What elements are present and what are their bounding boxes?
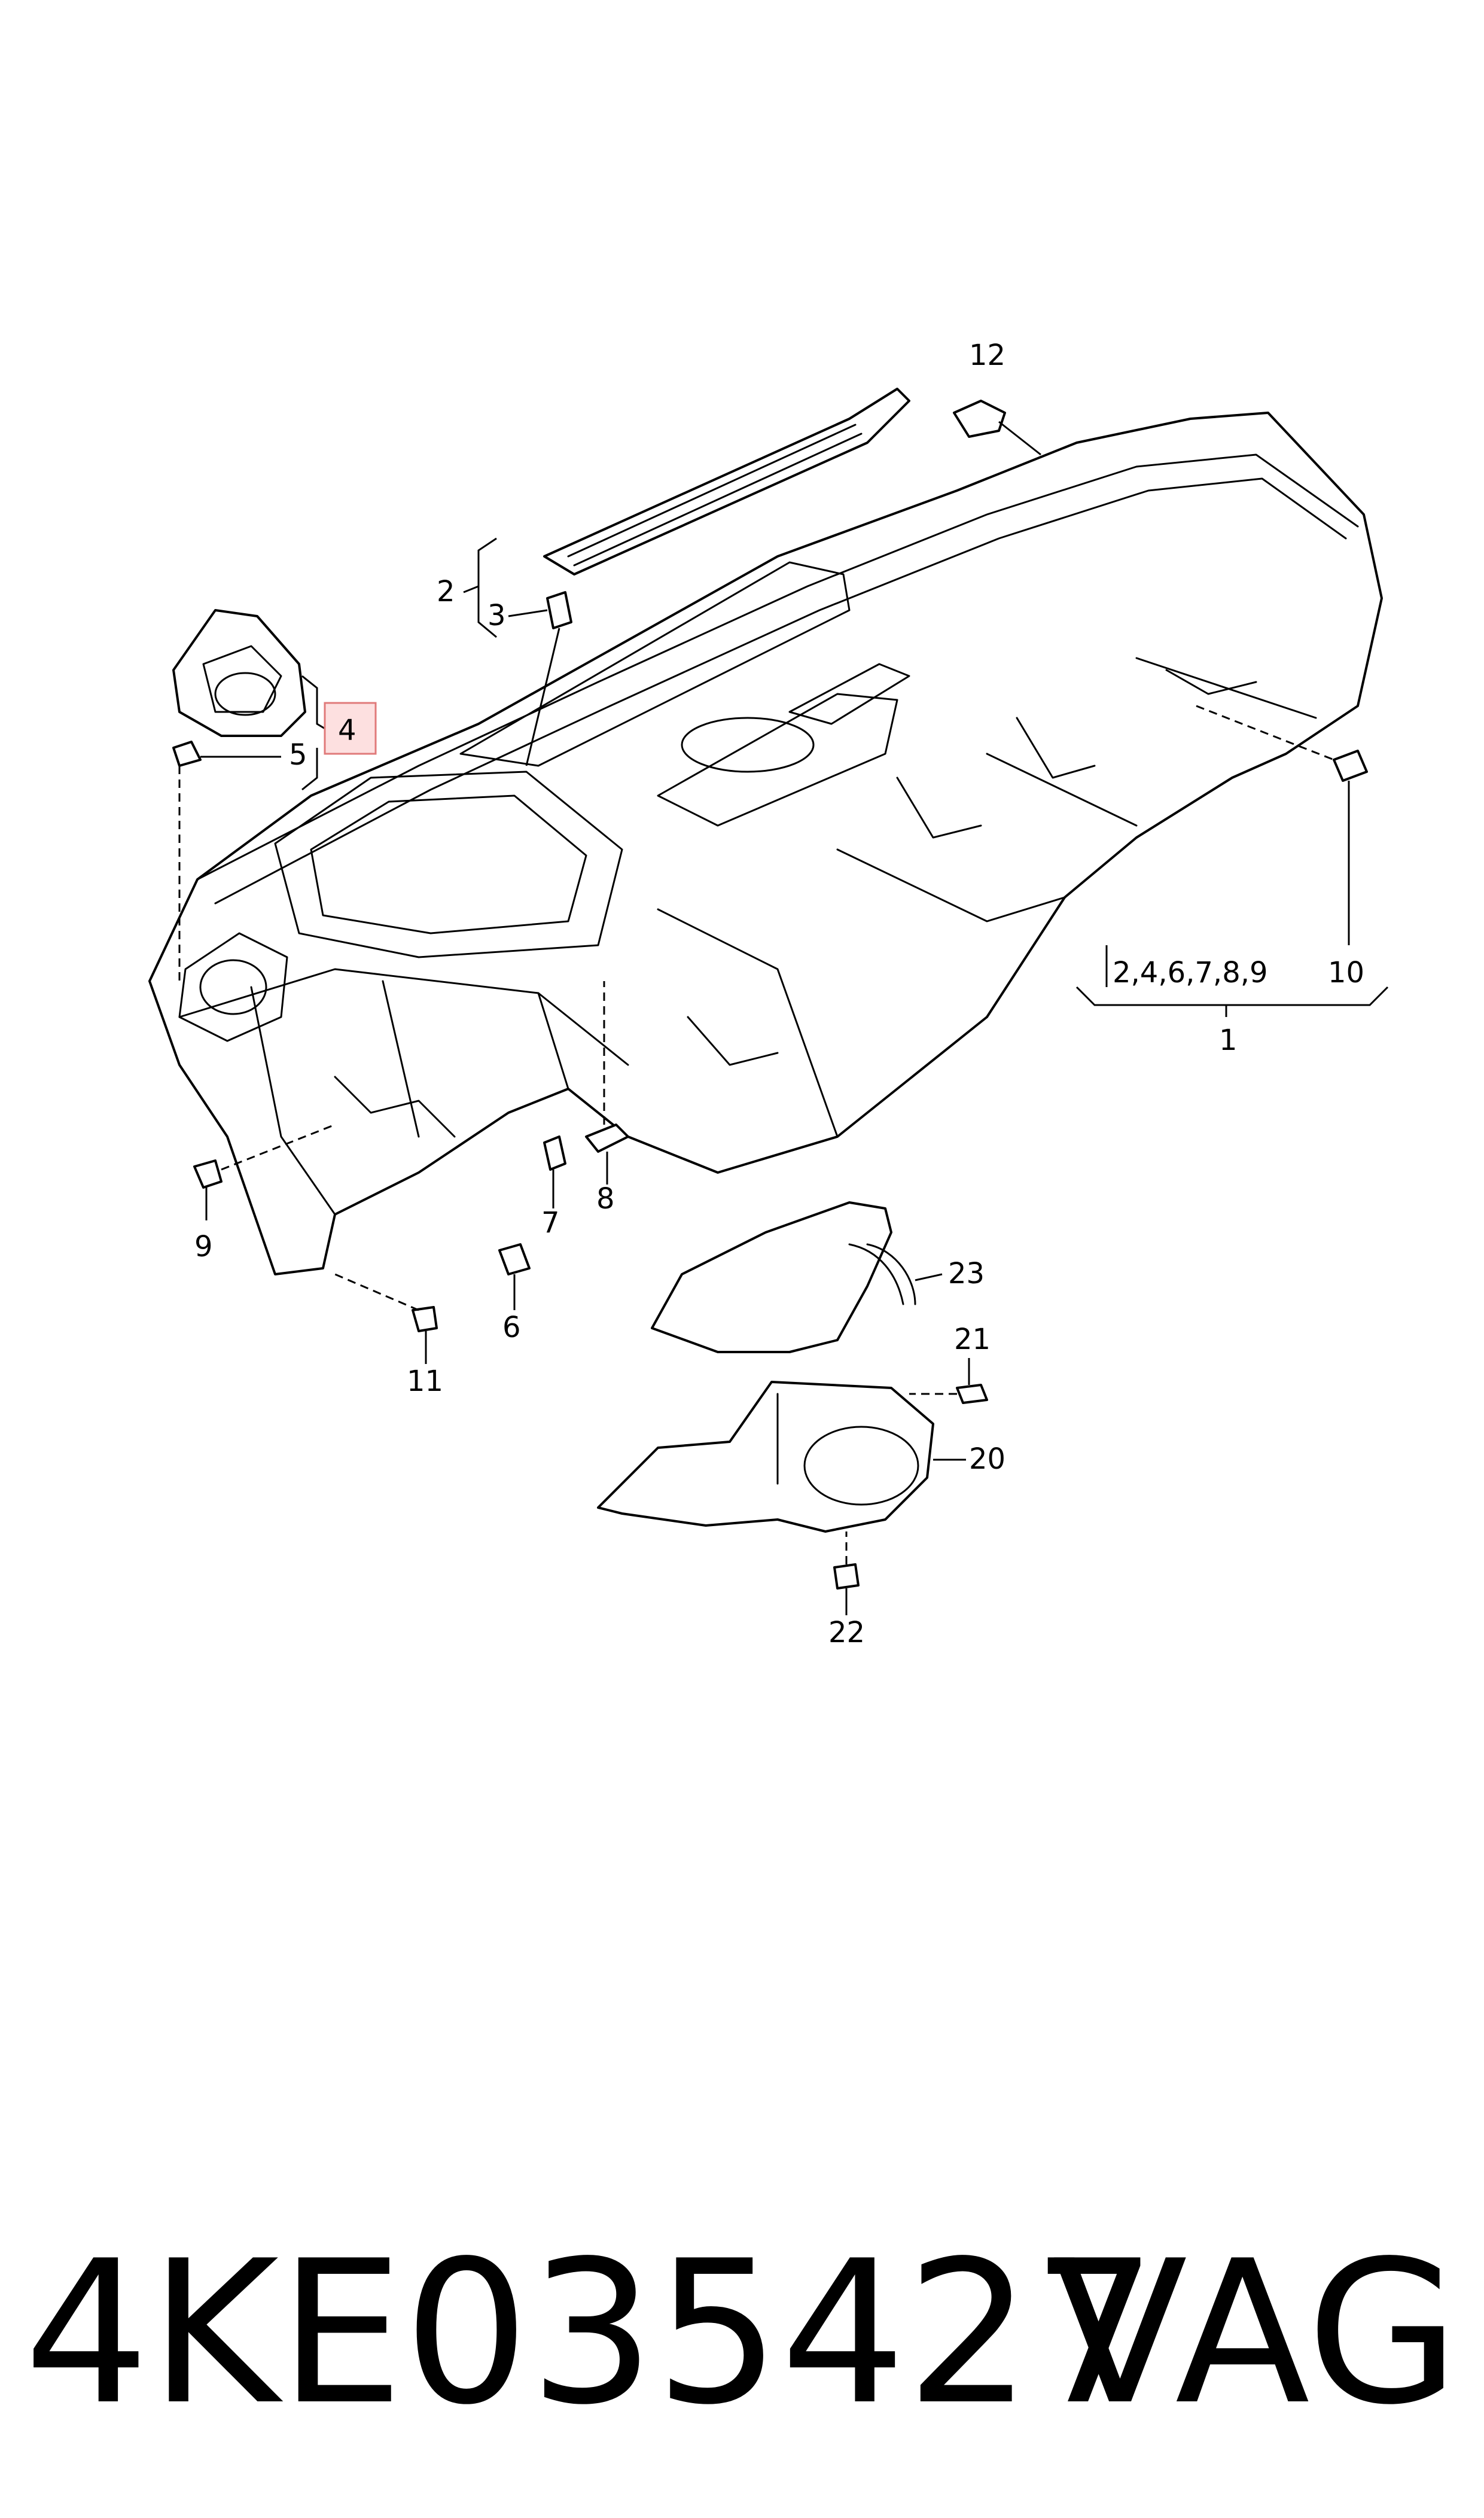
bracket-group-1 [1075,945,1389,1017]
part-12-clip [953,400,1041,456]
part-2-defroster-vent [543,388,910,576]
part-4-bracket [172,609,306,737]
part-5-clip [172,741,281,981]
callout-12: 12 [969,339,1005,372]
callout-11: 11 [407,1365,443,1398]
highlight-box [324,702,377,755]
part-20-lower-column-trim [597,1381,966,1533]
callout-22: 22 [828,1616,865,1649]
part-6-clip [498,1243,531,1310]
bracket-2-3 [463,537,548,638]
callout-1: 1 [1219,1024,1238,1057]
callout-21: 21 [954,1323,991,1356]
dashboard-assembly [148,412,1383,1275]
callout-10: 10 [1328,956,1364,989]
callout-6: 6 [502,1311,521,1344]
part-number: 4KE035427 [24,2218,1157,2448]
callout-7: 7 [541,1206,560,1240]
part-21-bolt [909,1358,988,1404]
callout-9: 9 [194,1230,213,1263]
callout-group: 2,4,6,7,8,9 [1113,956,1268,989]
callout-8: 8 [596,1182,615,1216]
callout-4: 4 [338,714,356,747]
callout-3: 3 [487,599,506,632]
footer: 4KE035427 VAG [24,2213,1459,2453]
part-10-clip [1196,705,1368,945]
callout-2: 2 [437,575,455,608]
part-11-bolt [334,1273,438,1364]
part-22-bolt [833,1531,860,1615]
part-9-clip [193,1123,336,1220]
part-3-clip [525,591,572,766]
part-8-clip [585,981,629,1185]
callout-5: 5 [289,738,307,772]
brand: VAG [1052,2218,1459,2448]
callout-20: 20 [969,1442,1005,1476]
callout-23: 23 [948,1257,985,1290]
part-23-upper-column-trim [651,1201,943,1353]
part-7-clip [543,1135,566,1208]
